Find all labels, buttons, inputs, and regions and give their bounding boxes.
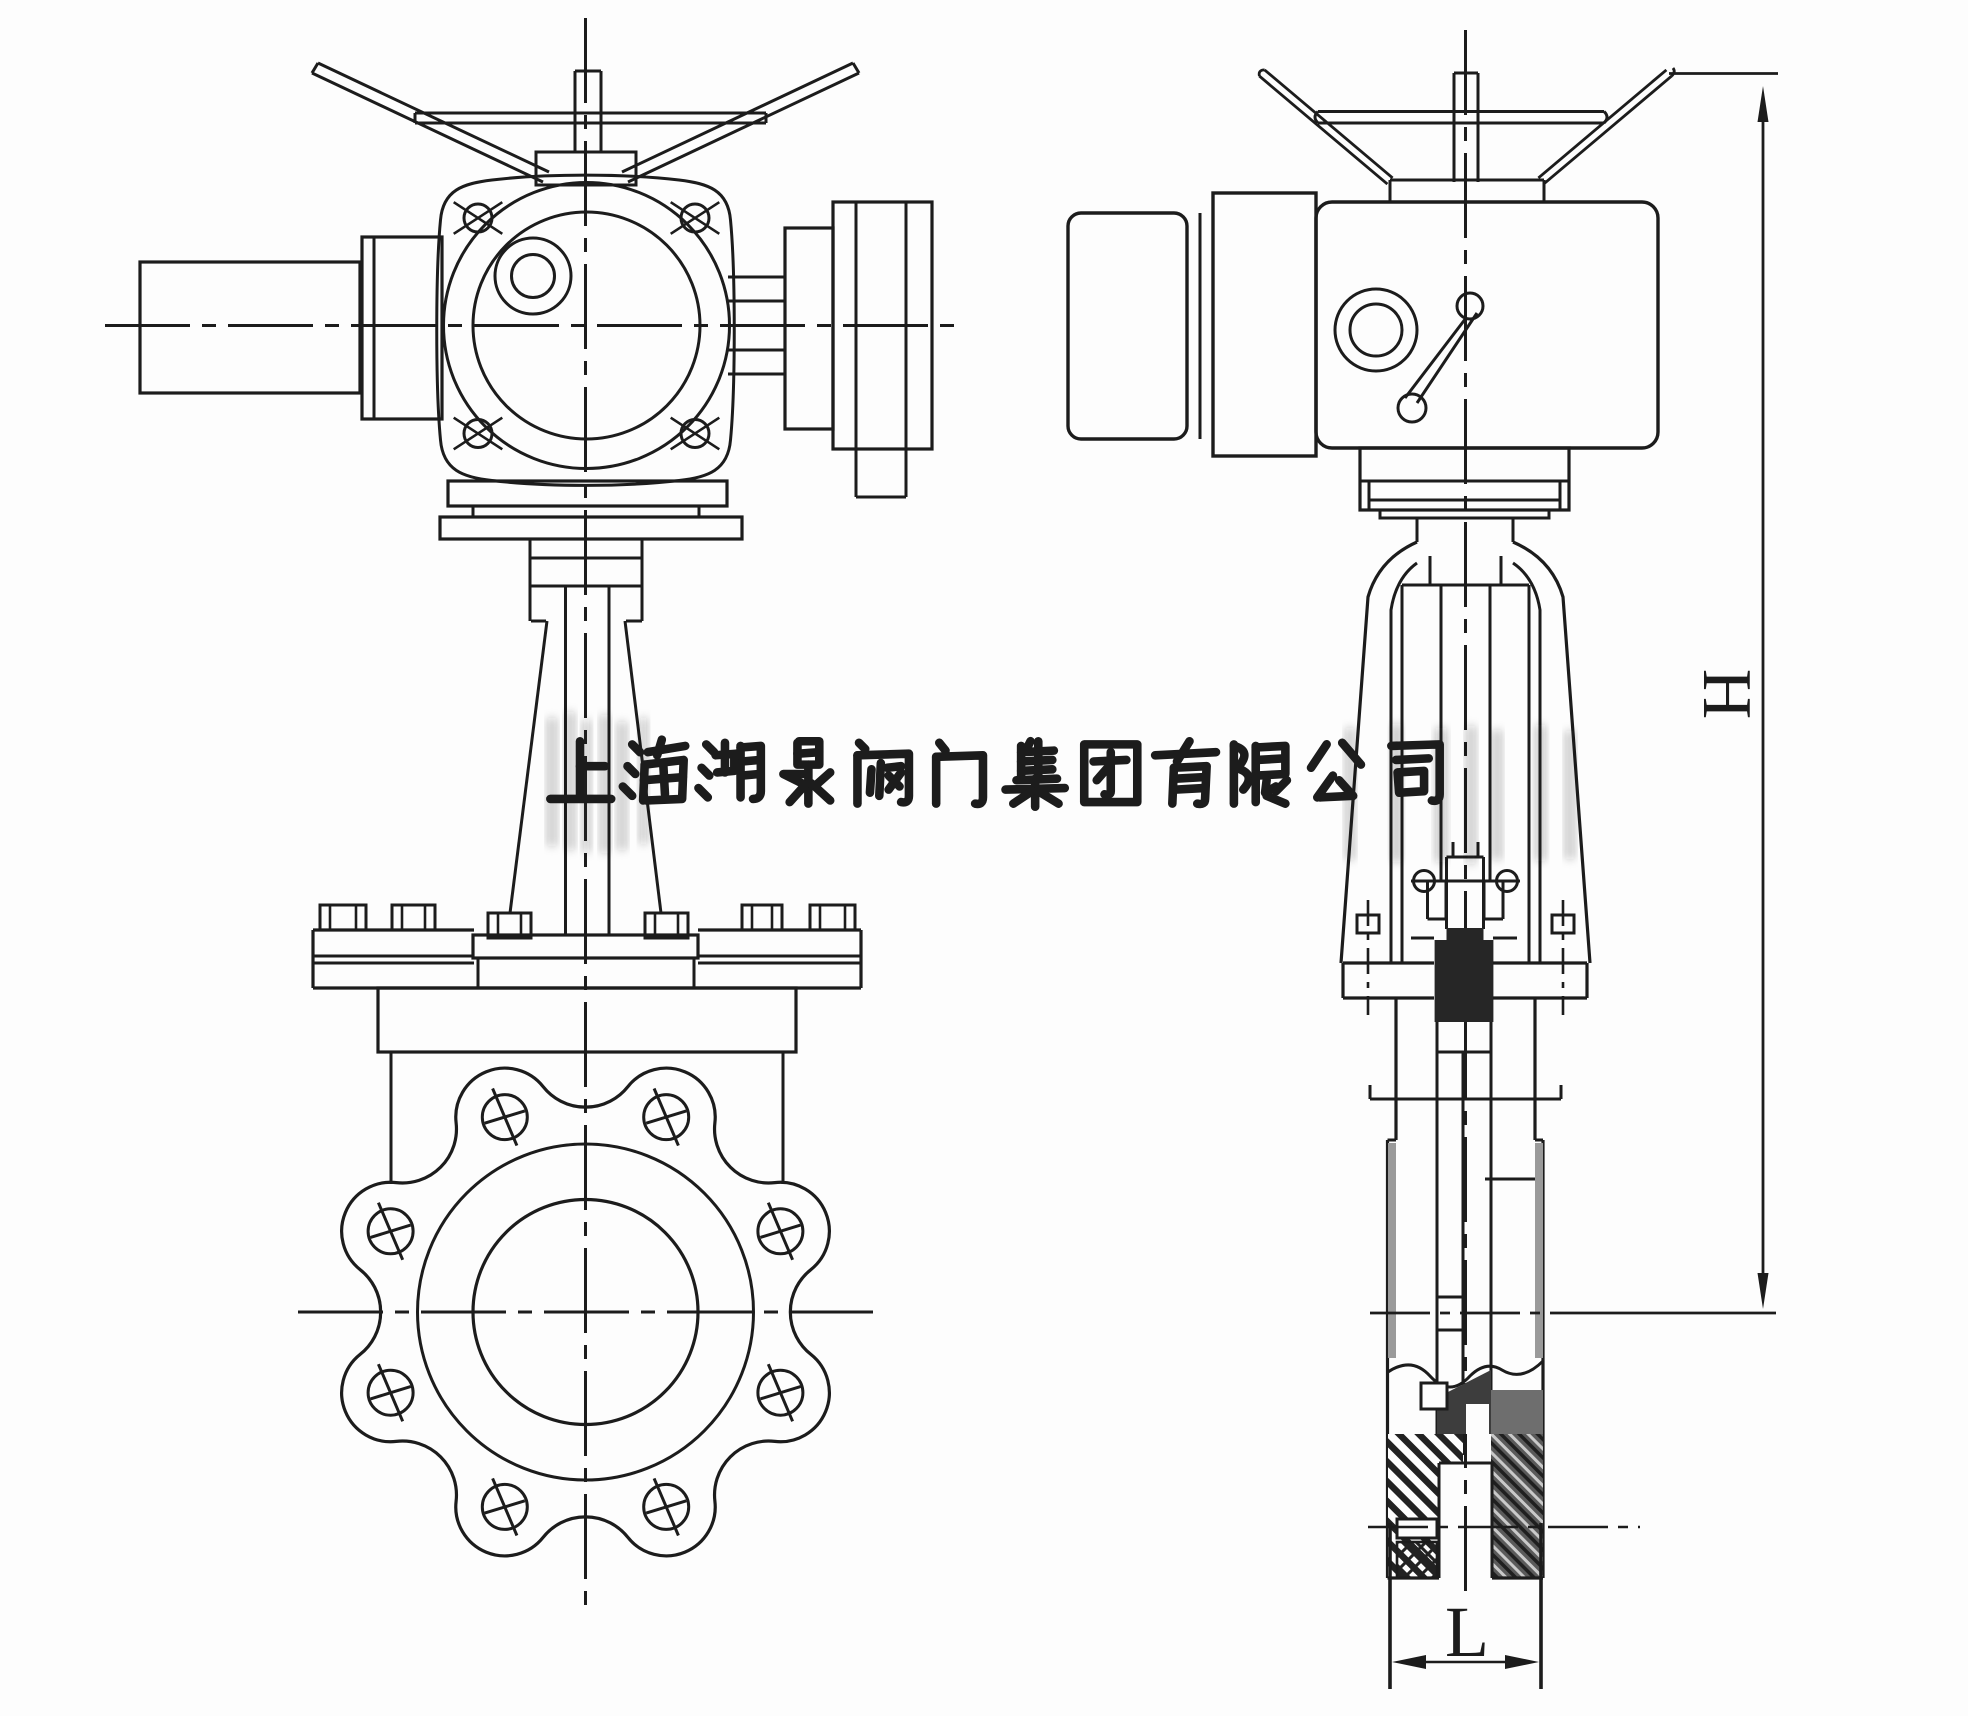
svg-text:L: L	[1445, 1592, 1489, 1672]
svg-text:H: H	[1688, 669, 1765, 720]
